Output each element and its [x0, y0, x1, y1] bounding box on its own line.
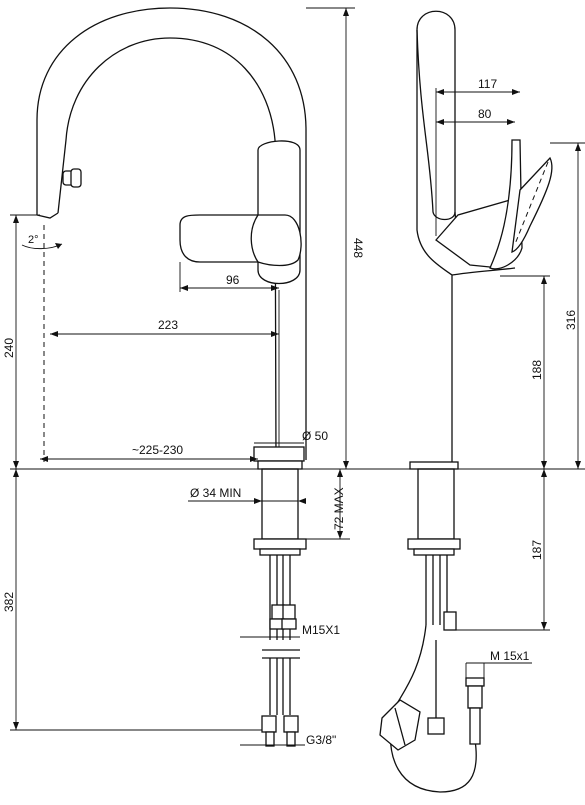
dim-m15-label: M15X1: [302, 623, 340, 637]
side-nut: [407, 538, 461, 550]
arrow-240-bottom: [13, 461, 19, 469]
side-head-base: [451, 267, 516, 276]
front-hex-nut-a: [261, 715, 277, 733]
side-collar: [409, 461, 459, 470]
side-supply-tube: [469, 707, 481, 745]
side-supply-body: [467, 685, 483, 709]
arrow-96-left: [180, 285, 188, 291]
arrow-80-left: [436, 119, 444, 125]
arrow-d34-right: [298, 498, 306, 504]
front-fitting-d: [281, 618, 297, 630]
arrow-d34-left: [254, 498, 262, 504]
dim-side-thread-label: M 15x1: [490, 649, 530, 663]
arrow-117-left: [436, 89, 444, 95]
arrow-reach-left: [40, 456, 48, 462]
dim-448-label: 448: [351, 238, 365, 258]
dim-240-label: 240: [2, 338, 16, 358]
front-collar: [253, 446, 305, 462]
front-spout-inner: [57, 37, 277, 461]
side-weight-line: [394, 707, 406, 746]
arrow-187-bottom: [541, 622, 547, 630]
swivel-arrow: [55, 243, 62, 249]
front-spout-tip: [36, 212, 59, 219]
dim-96-label: 96: [226, 273, 240, 287]
dim-72-label: 72 MAX: [332, 487, 346, 530]
dim-187-label: 187: [530, 540, 544, 560]
front-nut: [253, 538, 307, 550]
arrow-117-right: [512, 89, 520, 95]
dim-188-label: 188: [530, 360, 544, 380]
front-fitting-a: [271, 604, 285, 620]
arrow-72-bottom: [337, 531, 343, 539]
front-nut-ring: [259, 548, 301, 556]
front-break-mark: [262, 649, 300, 659]
side-spray-hose: [389, 624, 477, 793]
side-supply-nut-top: [465, 677, 485, 687]
front-spray-button-cap: [70, 168, 82, 188]
dim-reach-label: ~225-230: [132, 443, 183, 457]
front-spout-outer: [36, 7, 307, 460]
dim-382-label: 382: [2, 592, 16, 612]
dim-223-label: 223: [158, 318, 178, 332]
arrow-240-top: [13, 215, 19, 223]
side-hex-nut: [427, 717, 445, 735]
front-fitting-b: [282, 604, 296, 620]
swivel-angle-label: 2°: [28, 234, 39, 246]
dim-d34-label: Ø 34 MIN: [190, 486, 241, 500]
arrow-316-bottom: [575, 461, 581, 469]
dim-d50-label: Ø 50: [302, 429, 328, 443]
arrow-316-top: [575, 143, 581, 151]
arrow-223-right: [271, 331, 279, 337]
arrow-96-right: [271, 285, 279, 291]
side-shank: [417, 468, 455, 540]
front-end-b: [286, 731, 296, 747]
front-lever: [179, 214, 302, 267]
side-lever-blade: [511, 156, 553, 253]
arrow-223-left: [50, 331, 58, 337]
arrow-187-top: [541, 469, 547, 477]
front-lever-joint: [250, 214, 259, 263]
arrow-188-top: [541, 276, 547, 284]
side-fitting: [443, 611, 457, 631]
arrow-72-top: [337, 469, 343, 477]
front-collar-ring: [257, 460, 303, 470]
dim-g38-label: G3/8": [306, 733, 336, 747]
arrow-382-bottom: [13, 722, 19, 730]
side-nut-ring: [413, 548, 455, 556]
arrow-448-top: [343, 8, 349, 16]
arrow-448-bottom: [343, 461, 349, 469]
dim-316-label: 316: [564, 310, 578, 330]
arrow-80-right: [507, 119, 515, 125]
side-lever-dashed: [514, 161, 549, 245]
front-shank: [261, 468, 299, 540]
dim-80-label: 80: [478, 107, 492, 121]
arrow-188-bottom: [541, 461, 547, 469]
side-spout: [416, 10, 456, 221]
arrow-reach-right: [250, 456, 258, 462]
front-end-a: [265, 731, 275, 747]
dim-117-label: 117: [478, 77, 497, 91]
arrow-382-top: [13, 469, 19, 477]
front-hex-nut-b: [283, 715, 299, 733]
